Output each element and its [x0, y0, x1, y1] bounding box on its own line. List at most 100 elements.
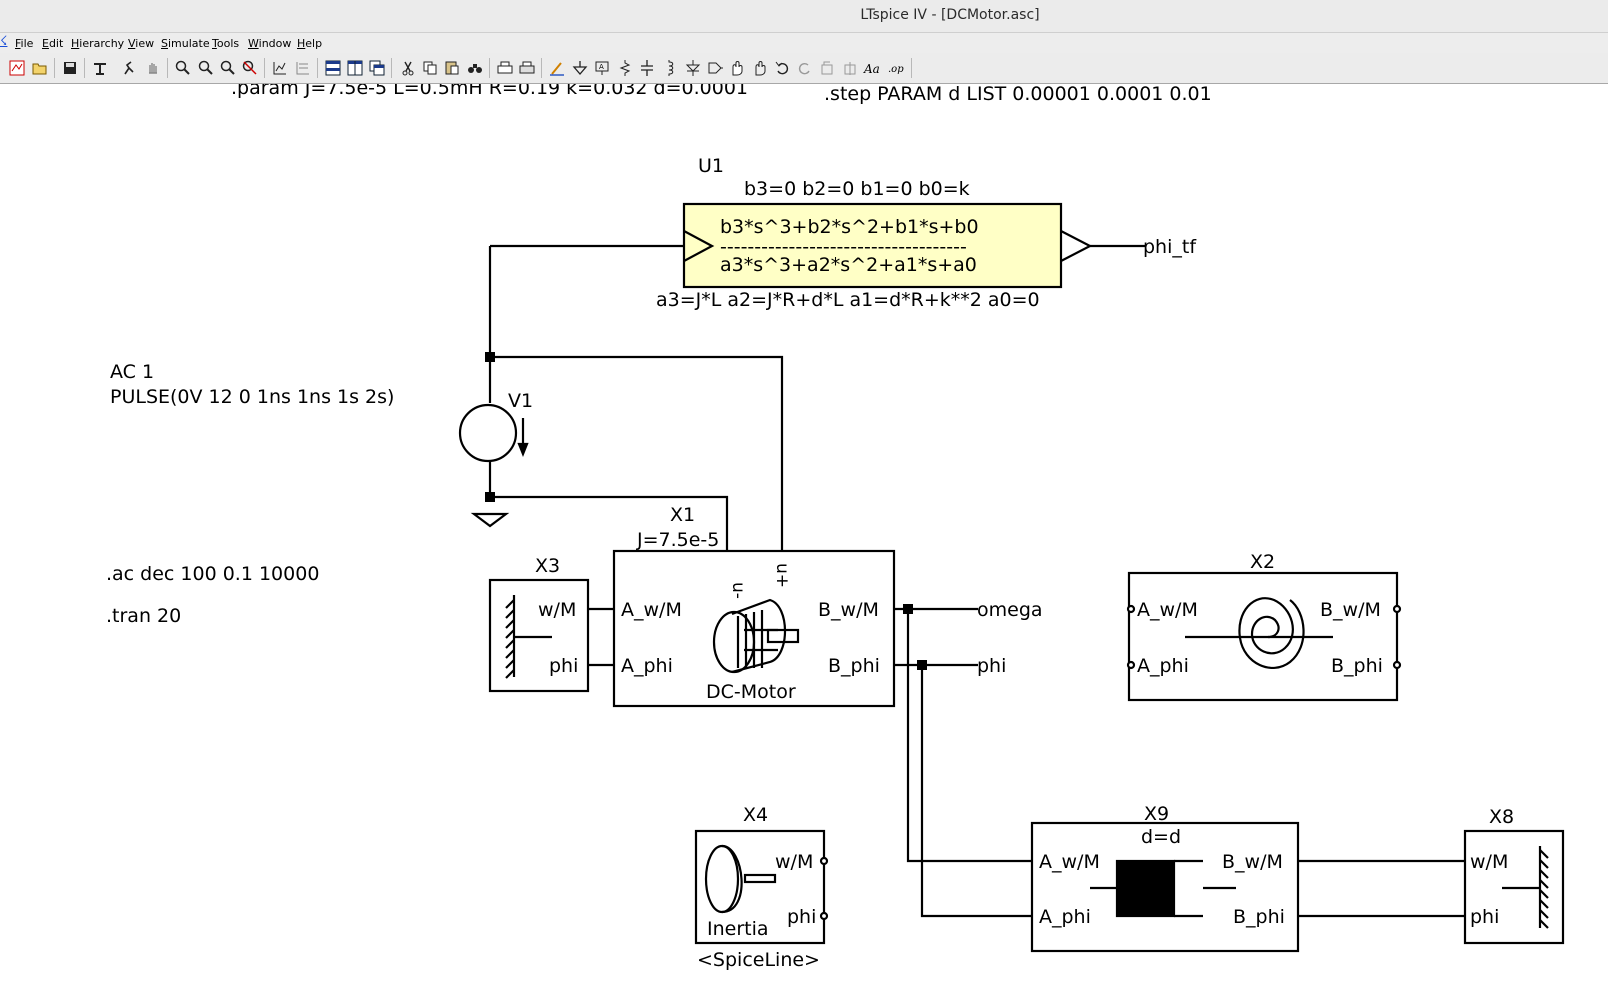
- print-icon[interactable]: [517, 58, 537, 78]
- x2-pin-a-w: A_w/M: [1137, 599, 1198, 621]
- v1-voltage-source[interactable]: [458, 403, 529, 463]
- component-icon[interactable]: [705, 58, 725, 78]
- v1-pulse-value[interactable]: PULSE(0V 12 0 1ns 1ns 1s 2s): [110, 386, 394, 408]
- x1-name: X1: [670, 504, 695, 526]
- x2-pin-b-phi: B_phi: [1331, 655, 1383, 677]
- redo-icon[interactable]: [795, 58, 815, 78]
- paste-icon[interactable]: [442, 58, 462, 78]
- junction: [903, 604, 913, 614]
- x1-dc-motor[interactable]: [612, 549, 896, 708]
- wire[interactable]: [490, 495, 729, 551]
- label-net-icon[interactable]: A: [592, 58, 612, 78]
- x4-spiceline[interactable]: <SpiceLine>: [697, 949, 820, 971]
- menu-hierarchy[interactable]: Hierarchy: [71, 37, 125, 50]
- x3-pin-w: w/M: [538, 599, 576, 621]
- run-icon[interactable]: [119, 58, 139, 78]
- resistor-icon[interactable]: [615, 58, 635, 78]
- wire[interactable]: [490, 355, 784, 551]
- net-phi-tf[interactable]: phi_tf: [1143, 236, 1197, 258]
- zoom-out-icon[interactable]: [218, 58, 238, 78]
- x4-pin-phi: phi: [787, 906, 816, 928]
- x8-name: X8: [1489, 806, 1514, 828]
- x3-fixed-wall[interactable]: [488, 578, 590, 693]
- x1-param[interactable]: J=7.5e-5: [636, 529, 719, 551]
- menu-window[interactable]: Window: [248, 37, 292, 50]
- menu-view[interactable]: View: [128, 37, 155, 50]
- tile-vertical-icon[interactable]: [345, 58, 365, 78]
- param-directive[interactable]: .param J=7.5e-5 L=0.5mH R=0.19 k=0.032 d…: [231, 84, 748, 99]
- app-icon[interactable]: ☇: [0, 34, 8, 49]
- x2-pin-b-w: B_w/M: [1320, 599, 1381, 621]
- x9-pin-a-w: A_w/M: [1039, 851, 1100, 873]
- x4-pin-w: w/M: [775, 851, 813, 873]
- x4-inertia[interactable]: [694, 829, 829, 945]
- tran-directive[interactable]: .tran 20: [106, 605, 181, 627]
- menu-edit[interactable]: Edit: [42, 37, 64, 50]
- x8-fixed-wall[interactable]: [1463, 829, 1565, 945]
- u1-num-params: b3=0 b2=0 b1=0 b0=k: [744, 178, 970, 200]
- undo-icon[interactable]: [772, 58, 792, 78]
- new-schematic-icon[interactable]: [7, 58, 27, 78]
- x1-label: DC-Motor: [706, 681, 796, 703]
- x1-pin-b-phi: B_phi: [828, 655, 880, 677]
- step-directive[interactable]: .step PARAM d LIST 0.00001 0.0001 0.01: [824, 84, 1212, 105]
- find-icon[interactable]: [465, 58, 485, 78]
- spice-directive-icon[interactable]: .op: [885, 58, 905, 78]
- x9-param[interactable]: d=d: [1141, 826, 1181, 848]
- drag-icon[interactable]: [750, 58, 770, 78]
- wire[interactable]: [906, 609, 1032, 863]
- cut-icon[interactable]: [398, 58, 418, 78]
- autorange-icon[interactable]: [270, 58, 290, 78]
- copy-icon[interactable]: [420, 58, 440, 78]
- ac-directive[interactable]: .ac dec 100 0.1 10000: [106, 563, 319, 585]
- tile-horizontal-icon[interactable]: [323, 58, 343, 78]
- menu-file[interactable]: File: [15, 37, 34, 50]
- diode-icon[interactable]: [683, 58, 703, 78]
- rotate-icon[interactable]: [817, 58, 837, 78]
- u1-laplace-block[interactable]: [682, 202, 1093, 289]
- junction: [485, 352, 495, 362]
- u1-denominator: a3*s^3+a2*s^2+a1*s+a0: [720, 254, 977, 276]
- save-icon[interactable]: [60, 58, 80, 78]
- mark-icon[interactable]: [293, 58, 313, 78]
- cascade-icon[interactable]: [367, 58, 387, 78]
- zoom-fit-icon[interactable]: [240, 58, 260, 78]
- menu-help[interactable]: Help: [297, 37, 323, 50]
- x9-pin-b-w: B_w/M: [1222, 851, 1283, 873]
- x2-torsion-spring[interactable]: [1126, 571, 1402, 702]
- x9-damper[interactable]: [1030, 821, 1300, 953]
- x8-pin-w: w/M: [1470, 851, 1508, 873]
- v1-ac-value[interactable]: AC 1: [110, 361, 154, 383]
- text-icon[interactable]: Aa: [862, 58, 882, 78]
- control-panel-icon[interactable]: [90, 58, 110, 78]
- ground-icon[interactable]: [570, 58, 590, 78]
- menu-tools[interactable]: Tools: [212, 37, 240, 50]
- menu-simulate[interactable]: Simulate: [161, 37, 210, 50]
- net-phi[interactable]: phi: [977, 655, 1006, 677]
- x1-pin-u-plus: u+: [772, 563, 792, 588]
- mirror-icon[interactable]: [840, 58, 860, 78]
- schematic-canvas[interactable]: .param J=7.5e-5 L=0.5mH R=0.19 k=0.032 d…: [0, 84, 1608, 1007]
- ground-symbol[interactable]: [470, 512, 510, 528]
- zoom-pan-icon[interactable]: [196, 58, 216, 78]
- toolbar: A Aa .op: [0, 53, 1608, 84]
- capacitor-icon[interactable]: [637, 58, 657, 78]
- x1-pin-a-w: A_w/M: [621, 599, 682, 621]
- x4-name: X4: [743, 804, 768, 826]
- zoom-in-icon[interactable]: [173, 58, 193, 78]
- svg-text:A: A: [599, 63, 604, 71]
- wire-icon[interactable]: [547, 58, 567, 78]
- svg-text:.op: .op: [888, 64, 904, 75]
- u1-name: U1: [698, 155, 724, 177]
- open-icon[interactable]: [30, 58, 50, 78]
- print-setup-icon[interactable]: [495, 58, 515, 78]
- inductor-icon[interactable]: [659, 58, 679, 78]
- x1-pin-a-phi: A_phi: [621, 655, 673, 677]
- x3-name: X3: [535, 555, 560, 577]
- halt-icon[interactable]: [143, 58, 163, 78]
- move-icon[interactable]: [727, 58, 747, 78]
- x4-label: Inertia: [707, 918, 769, 940]
- net-omega[interactable]: omega: [977, 599, 1043, 621]
- x3-pin-phi: phi: [549, 655, 578, 677]
- wire[interactable]: [920, 665, 1032, 918]
